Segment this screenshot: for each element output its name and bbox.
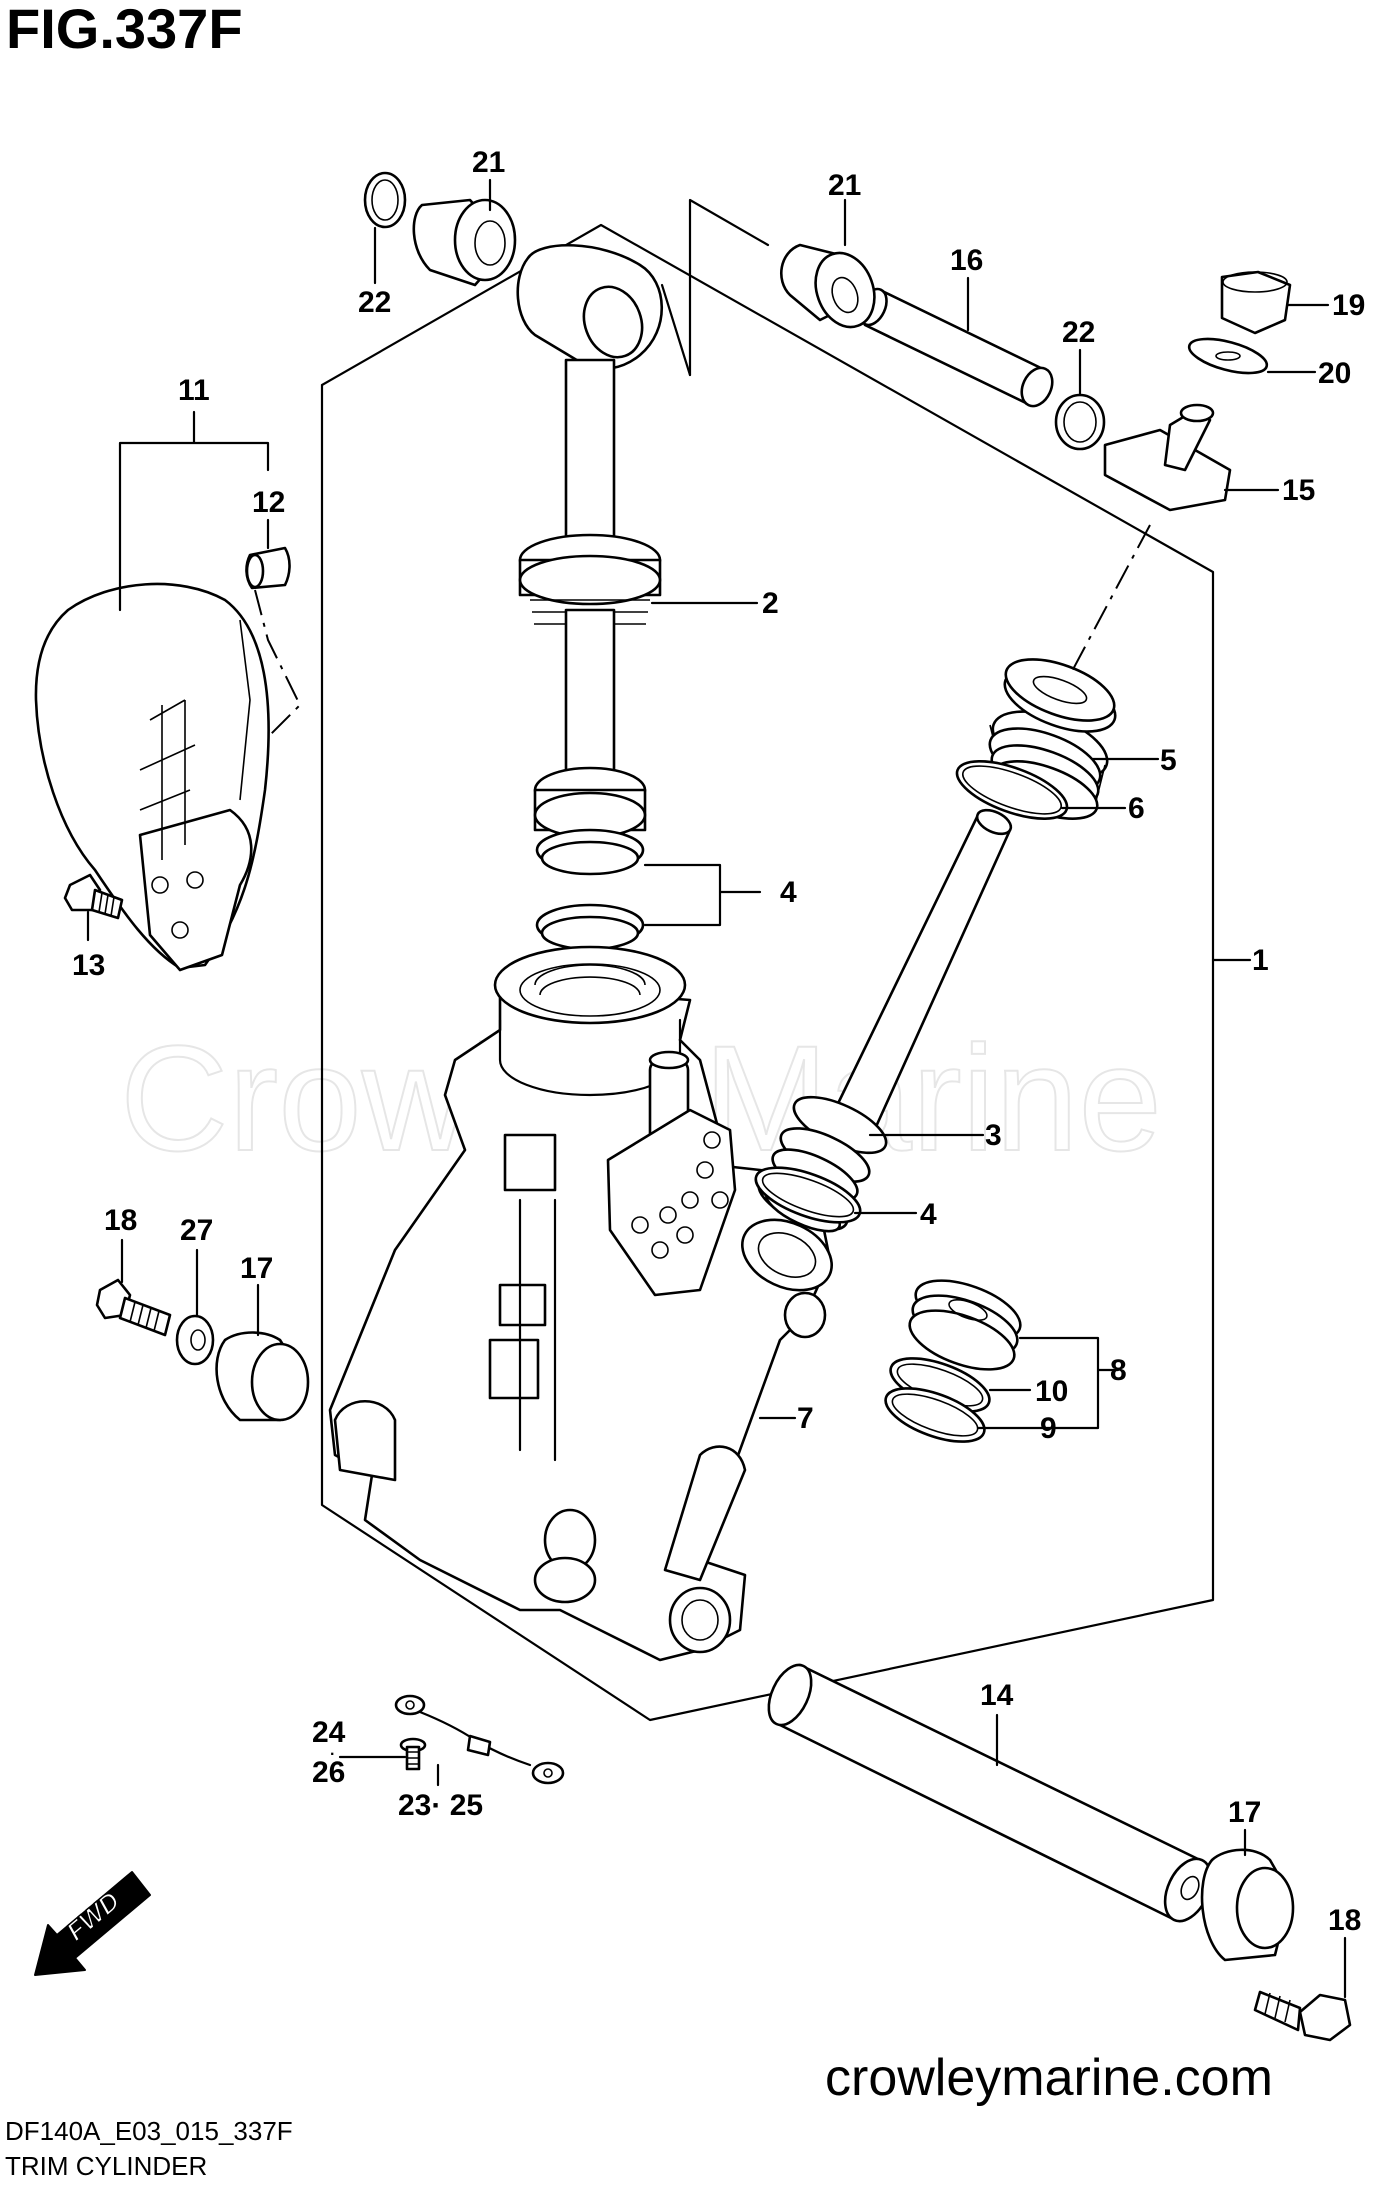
callout-14: 14: [980, 1679, 1014, 1712]
bolt-13[interactable]: [63, 873, 124, 920]
callout-11: 11: [178, 374, 210, 407]
grommet-leader: [254, 589, 302, 736]
figure-caption: TRIM CYLINDER: [5, 2151, 207, 2181]
callout-17a: 17: [240, 1252, 273, 1285]
upper-pin[interactable]: [854, 285, 1058, 411]
callout-13: 13: [72, 949, 105, 982]
callout-1: 1: [1252, 944, 1269, 977]
callout-19: 19: [1332, 289, 1365, 322]
callout-12: 12: [252, 486, 285, 519]
screw-24[interactable]: [399, 1737, 427, 1771]
callout-21b: 21: [828, 169, 861, 202]
callout-3: 3: [985, 1119, 1002, 1152]
callout-7: 7: [797, 1402, 814, 1435]
cylinder-body[interactable]: [328, 945, 843, 1662]
callout-27: 27: [180, 1214, 213, 1247]
callout-9: 9: [1040, 1412, 1057, 1445]
callout-4b: 4: [920, 1198, 937, 1231]
cap-nut-19[interactable]: [1220, 270, 1292, 335]
bushing-21b[interactable]: [780, 243, 884, 336]
washer-20[interactable]: [1186, 332, 1271, 380]
grommet-12[interactable]: [245, 546, 291, 590]
callout-18a: 18: [104, 1204, 137, 1237]
bushing-17b[interactable]: [1200, 1848, 1295, 1962]
washer-27[interactable]: [175, 1314, 215, 1366]
callout-15: 15: [1282, 474, 1315, 507]
callout-18b: 18: [1328, 1904, 1361, 1937]
clip-22b[interactable]: [1054, 393, 1106, 451]
fwd-arrow-icon: FWD: [34, 1871, 151, 1976]
bolt-18b[interactable]: [1253, 1990, 1352, 2042]
lower-pin-14[interactable]: [760, 1658, 1220, 1928]
bushing-21a[interactable]: [412, 198, 517, 287]
callout-8: 8: [1110, 1354, 1127, 1387]
callout-4a: 4: [780, 876, 797, 909]
clip-22a[interactable]: [363, 171, 407, 229]
callout-26: 26: [312, 1756, 345, 1789]
website-url: crowleymarine.com: [825, 2049, 1273, 2107]
callout-10: 10: [1035, 1375, 1068, 1408]
callout-23-25: 23· 25: [398, 1789, 483, 1822]
cover-11[interactable]: [34, 582, 270, 972]
piston-rod-assembly[interactable]: [516, 244, 692, 951]
bushing-17a[interactable]: [215, 1331, 310, 1422]
callout-17b: 17: [1228, 1796, 1261, 1829]
figure-code: DF140A_E03_015_337F: [5, 2116, 293, 2146]
callout-21a: 21: [472, 146, 505, 179]
callout-16: 16: [950, 244, 983, 277]
fitting-15[interactable]: [1103, 403, 1232, 512]
o-ring-6[interactable]: [950, 749, 1074, 830]
callout-20: 20: [1318, 357, 1351, 390]
callout-22b: 22: [1062, 316, 1095, 349]
callout-labels: 1 2 3 4 4 5 6 7 8 9 10 11 12 13 14 15 16…: [72, 146, 1365, 1937]
callout-2: 2: [762, 587, 779, 620]
figure-title: FIG.337F: [6, 0, 243, 60]
callout-24: 24: [312, 1716, 346, 1749]
bolt-18a[interactable]: [95, 1278, 172, 1337]
callout-22a: 22: [358, 286, 391, 319]
seal-set[interactable]: [879, 1269, 1028, 1453]
assembly-outline: [320, 223, 1215, 1722]
callout-24-26-dot: ·: [330, 1746, 335, 1763]
callout-6: 6: [1128, 792, 1145, 825]
callout-5: 5: [1160, 744, 1177, 777]
ground-wire[interactable]: [394, 1694, 565, 1785]
leader-lines: [86, 178, 1347, 1999]
